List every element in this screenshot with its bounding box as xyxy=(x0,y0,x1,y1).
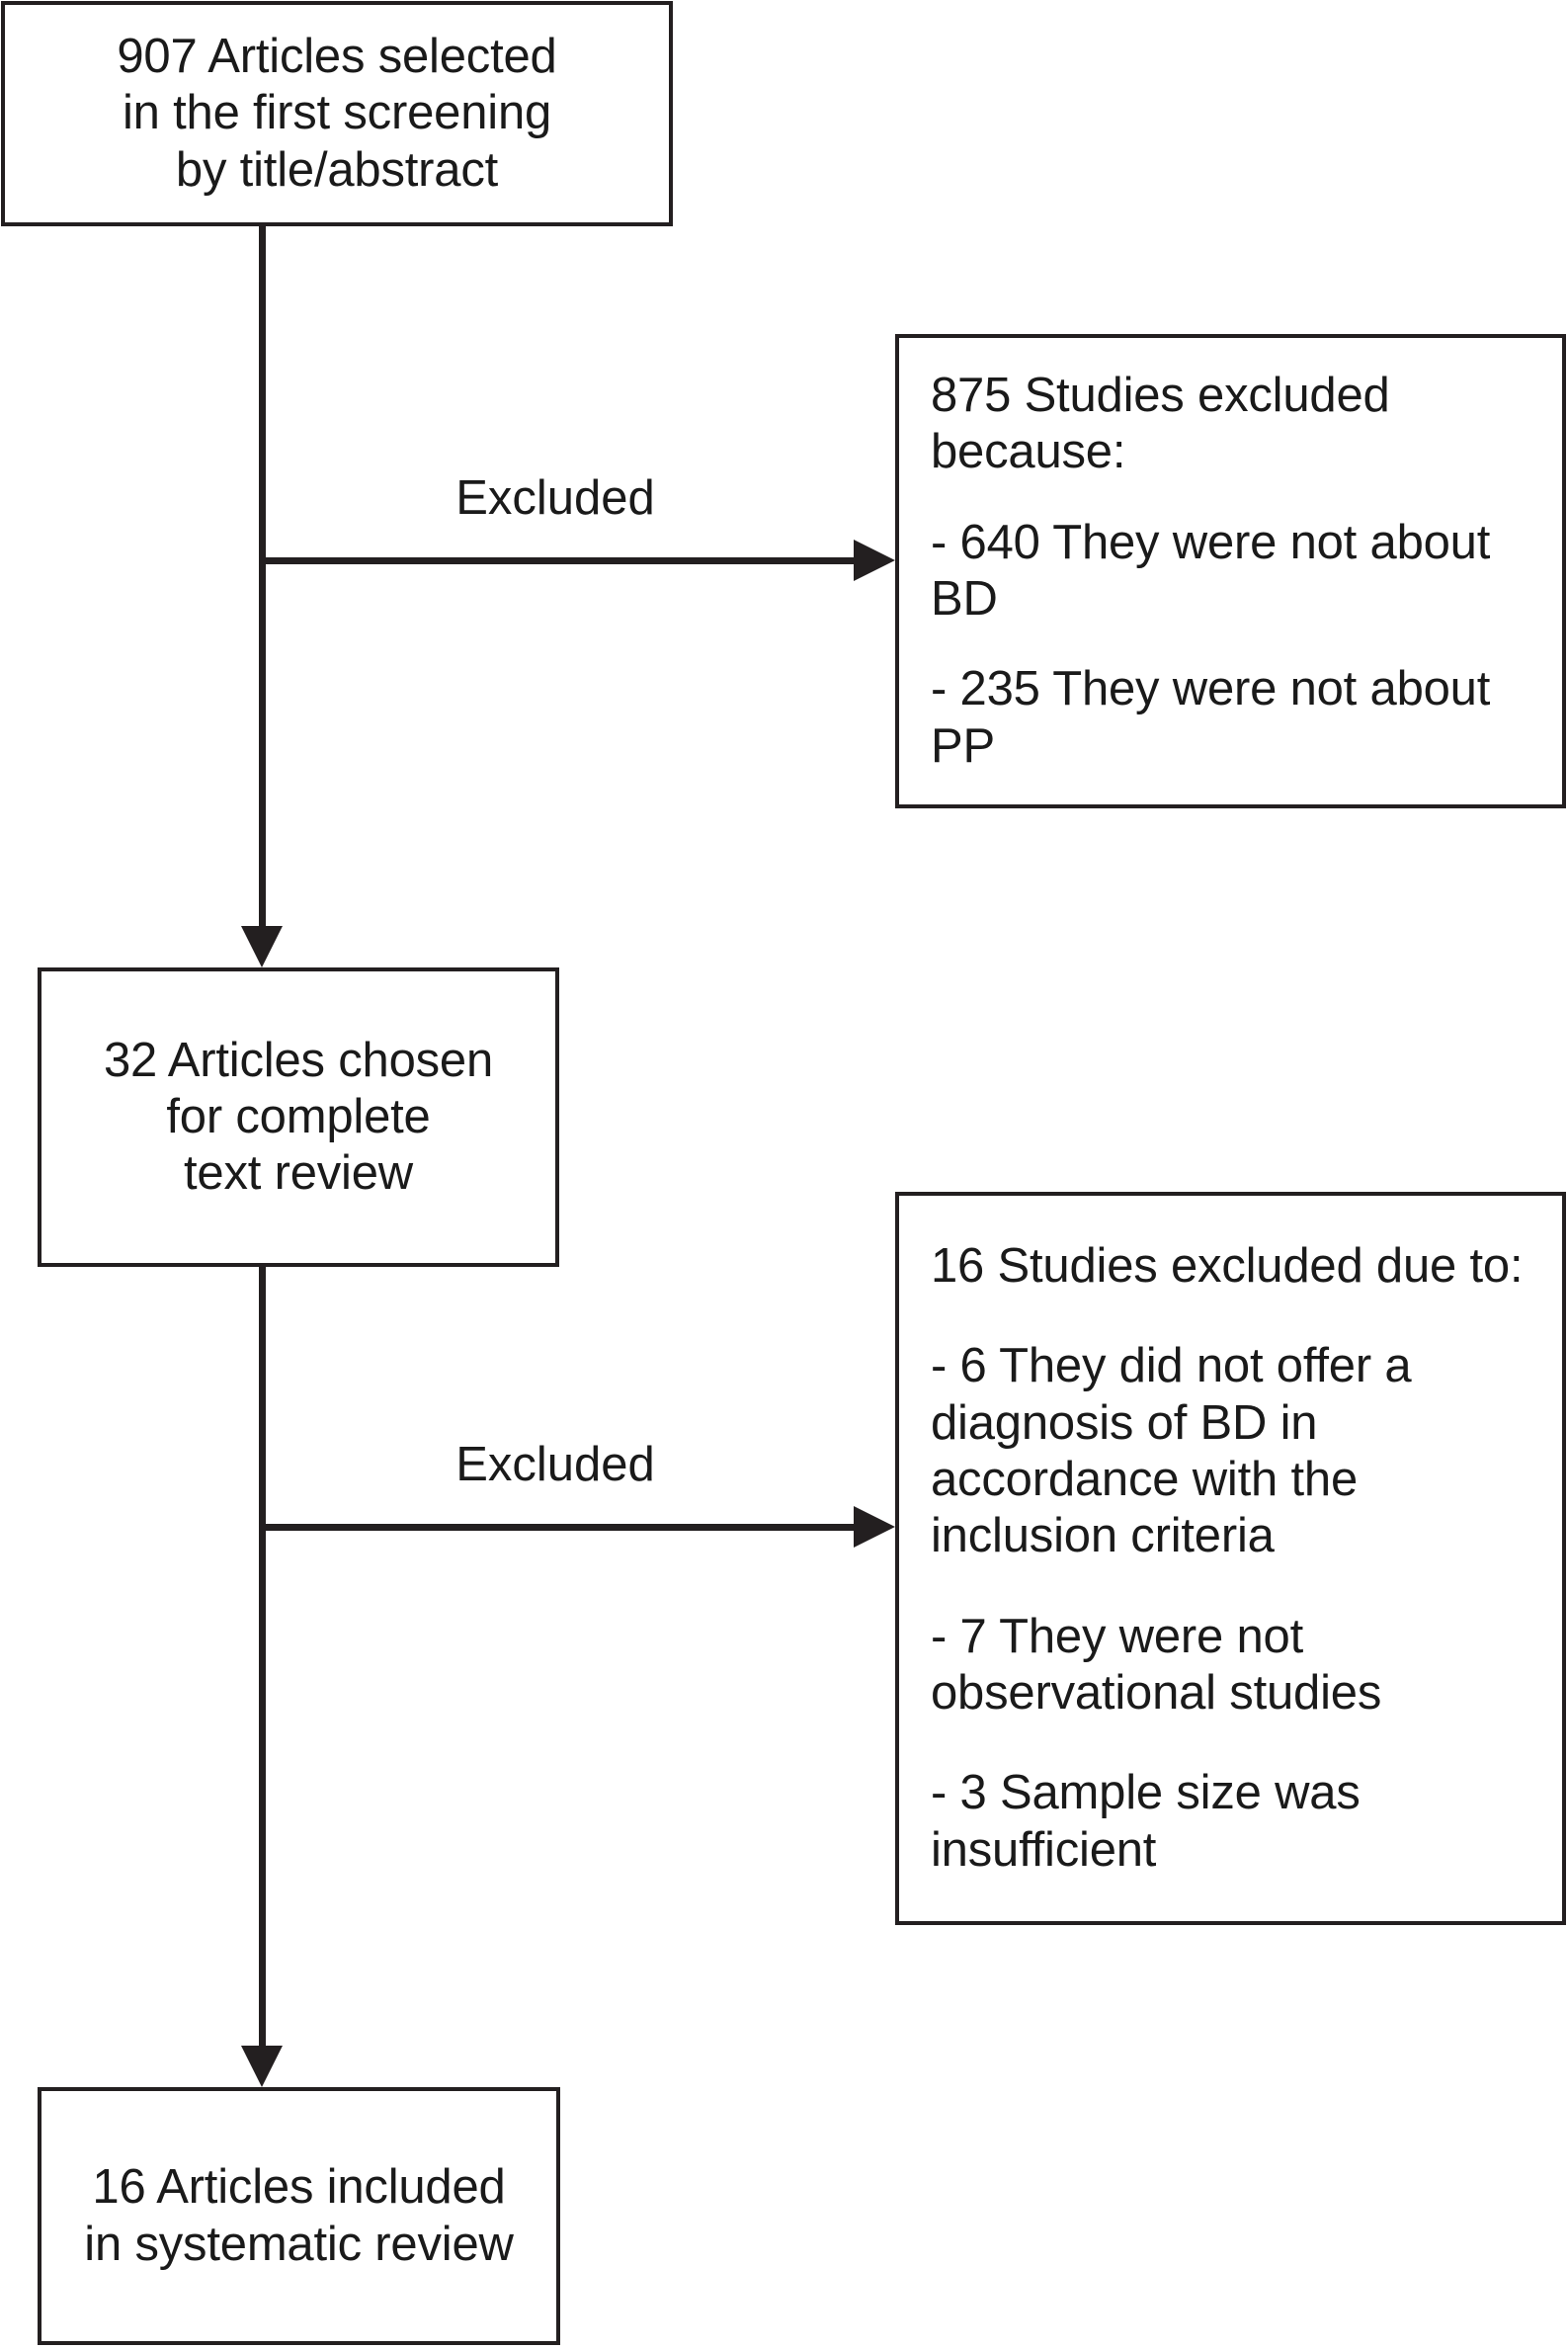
node-screening-box: 907 Articles selected in the first scree… xyxy=(1,1,673,226)
node-excluded-1-reason-1: - 640 They were not about BD xyxy=(931,515,1491,626)
node-excluded-1-reason-2: - 235 They were not about PP xyxy=(931,662,1491,773)
node-excluded-2-heading: 16 Studies excluded due to: xyxy=(931,1239,1524,1294)
node-excluded-2-box: 16 Studies excluded due to: - 6 They did… xyxy=(895,1192,1566,1925)
node-fulltext-box: 32 Articles chosen for complete text rev… xyxy=(38,967,559,1267)
connector-branch-excluded-2 xyxy=(259,1524,854,1531)
node-fulltext-line-2: for complete xyxy=(166,1089,431,1143)
arrow-right-icon-excluded-1 xyxy=(854,540,895,581)
arrow-down-icon-included xyxy=(241,2046,283,2087)
node-screening-line-1: 907 Articles selected xyxy=(117,30,557,83)
edge-label-excluded-1: Excluded xyxy=(455,471,655,525)
connector-fulltext-to-included xyxy=(259,1267,266,2052)
node-included-box: 16 Articles included in systematic revie… xyxy=(38,2087,560,2345)
node-included-line-2: in systematic review xyxy=(84,2217,514,2271)
edge-label-excluded-2: Excluded xyxy=(455,1438,655,1491)
node-excluded-1-heading: 875 Studies excluded because: xyxy=(931,369,1390,479)
node-included-line-1: 16 Articles included xyxy=(92,2160,506,2215)
node-screening-line-3: by title/abstract xyxy=(175,142,499,197)
arrow-right-icon-excluded-2 xyxy=(854,1506,895,1548)
connector-screening-to-fulltext xyxy=(259,226,266,932)
node-screening-line-2: in the first screening xyxy=(122,86,552,140)
node-fulltext-line-1: 32 Articles chosen xyxy=(103,1033,494,1087)
arrow-down-icon-fulltext xyxy=(241,926,283,967)
connector-branch-excluded-1 xyxy=(259,557,854,564)
node-excluded-2-reason-1: - 6 They did not offer a diagnosis of BD… xyxy=(931,1339,1412,1563)
node-excluded-2-reason-3: - 3 Sample size was insufficient xyxy=(931,1766,1361,1877)
node-fulltext-line-3: text review xyxy=(184,1146,413,1201)
node-excluded-2-reason-2: - 7 They were not observational studies xyxy=(931,1609,1382,1720)
node-excluded-1-box: 875 Studies excluded because: - 640 They… xyxy=(895,334,1566,808)
